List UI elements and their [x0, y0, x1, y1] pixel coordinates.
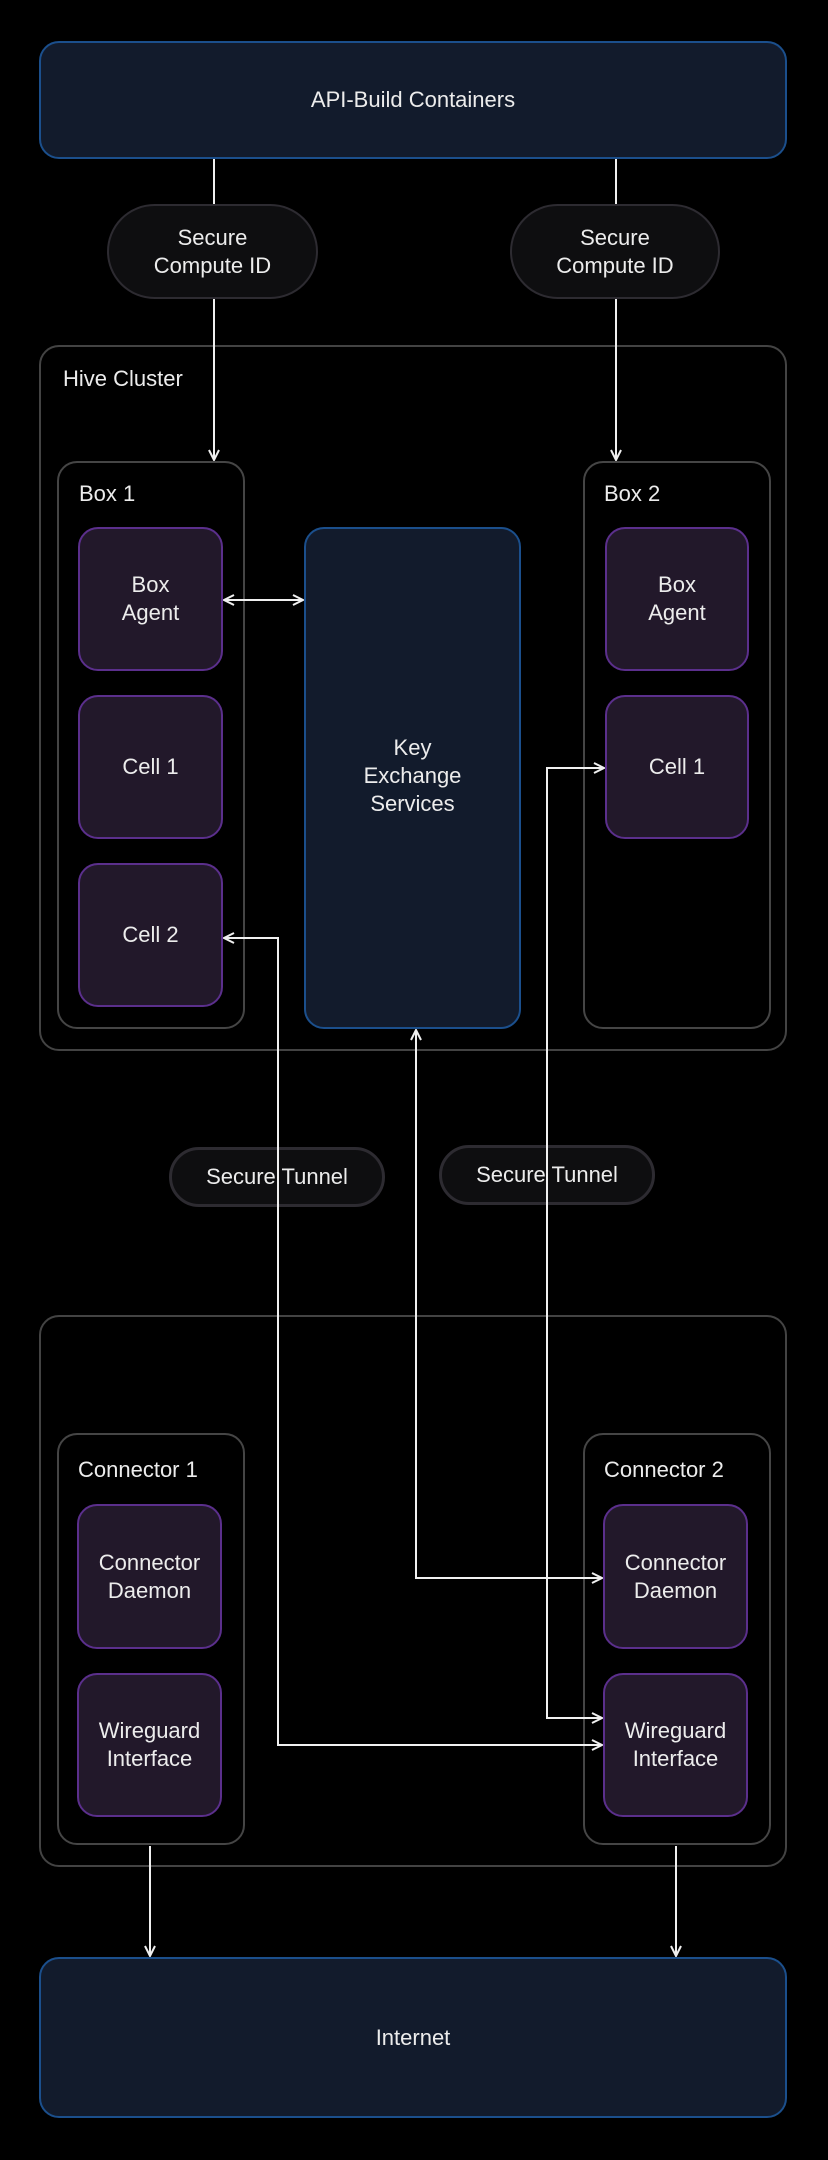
- key-exchange-services-label: Key Exchange Services: [363, 735, 462, 816]
- box-2: [583, 461, 771, 1029]
- box-2-box-agent[interactable]: Box Agent: [605, 527, 749, 671]
- secure-tunnel-2-label: Secure Tunnel: [476, 1162, 618, 1187]
- connector-1-daemon[interactable]: Connector Daemon: [77, 1504, 222, 1649]
- internet-label: Internet: [375, 2024, 451, 2050]
- secure-compute-id-1[interactable]: Secure Compute ID: [107, 204, 318, 299]
- api-build-containers-node[interactable]: API-Build Containers: [39, 41, 787, 159]
- api-build-containers-label: API-Build Containers: [310, 87, 516, 112]
- key-exchange-services-node[interactable]: Key Exchange Services: [304, 527, 521, 1029]
- box-1-cell-1[interactable]: Cell 1: [78, 695, 223, 839]
- box-1-cell-2[interactable]: Cell 2: [78, 863, 223, 1007]
- connector-1-wireguard[interactable]: Wireguard Interface: [77, 1673, 222, 1817]
- connector-1-title: Connector 1: [78, 1457, 198, 1482]
- connector-2-daemon[interactable]: Connector Daemon: [603, 1504, 748, 1649]
- secure-compute-id-2-label: Secure Compute ID: [556, 224, 674, 278]
- hive-cluster-title: Hive Cluster: [63, 366, 183, 391]
- secure-compute-id-1-label: Secure Compute ID: [153, 224, 272, 278]
- connector-2-title: Connector 2: [604, 1457, 724, 1482]
- secure-tunnel-1[interactable]: Secure Tunnel: [169, 1147, 385, 1207]
- secure-tunnel-1-label: Secure Tunnel: [206, 1164, 348, 1189]
- secure-tunnel-2[interactable]: Secure Tunnel: [439, 1145, 655, 1205]
- box-1-box-agent[interactable]: Box Agent: [78, 527, 223, 671]
- box-1-title: Box 1: [79, 481, 136, 506]
- internet-node[interactable]: Internet: [39, 1957, 787, 2118]
- box-1: [57, 461, 245, 1029]
- secure-compute-id-2[interactable]: Secure Compute ID: [510, 204, 720, 299]
- box-2-cell-1[interactable]: Cell 1: [605, 695, 749, 839]
- box-2-title: Box 2: [604, 481, 661, 506]
- connector-2-wireguard[interactable]: Wireguard Interface: [603, 1673, 748, 1817]
